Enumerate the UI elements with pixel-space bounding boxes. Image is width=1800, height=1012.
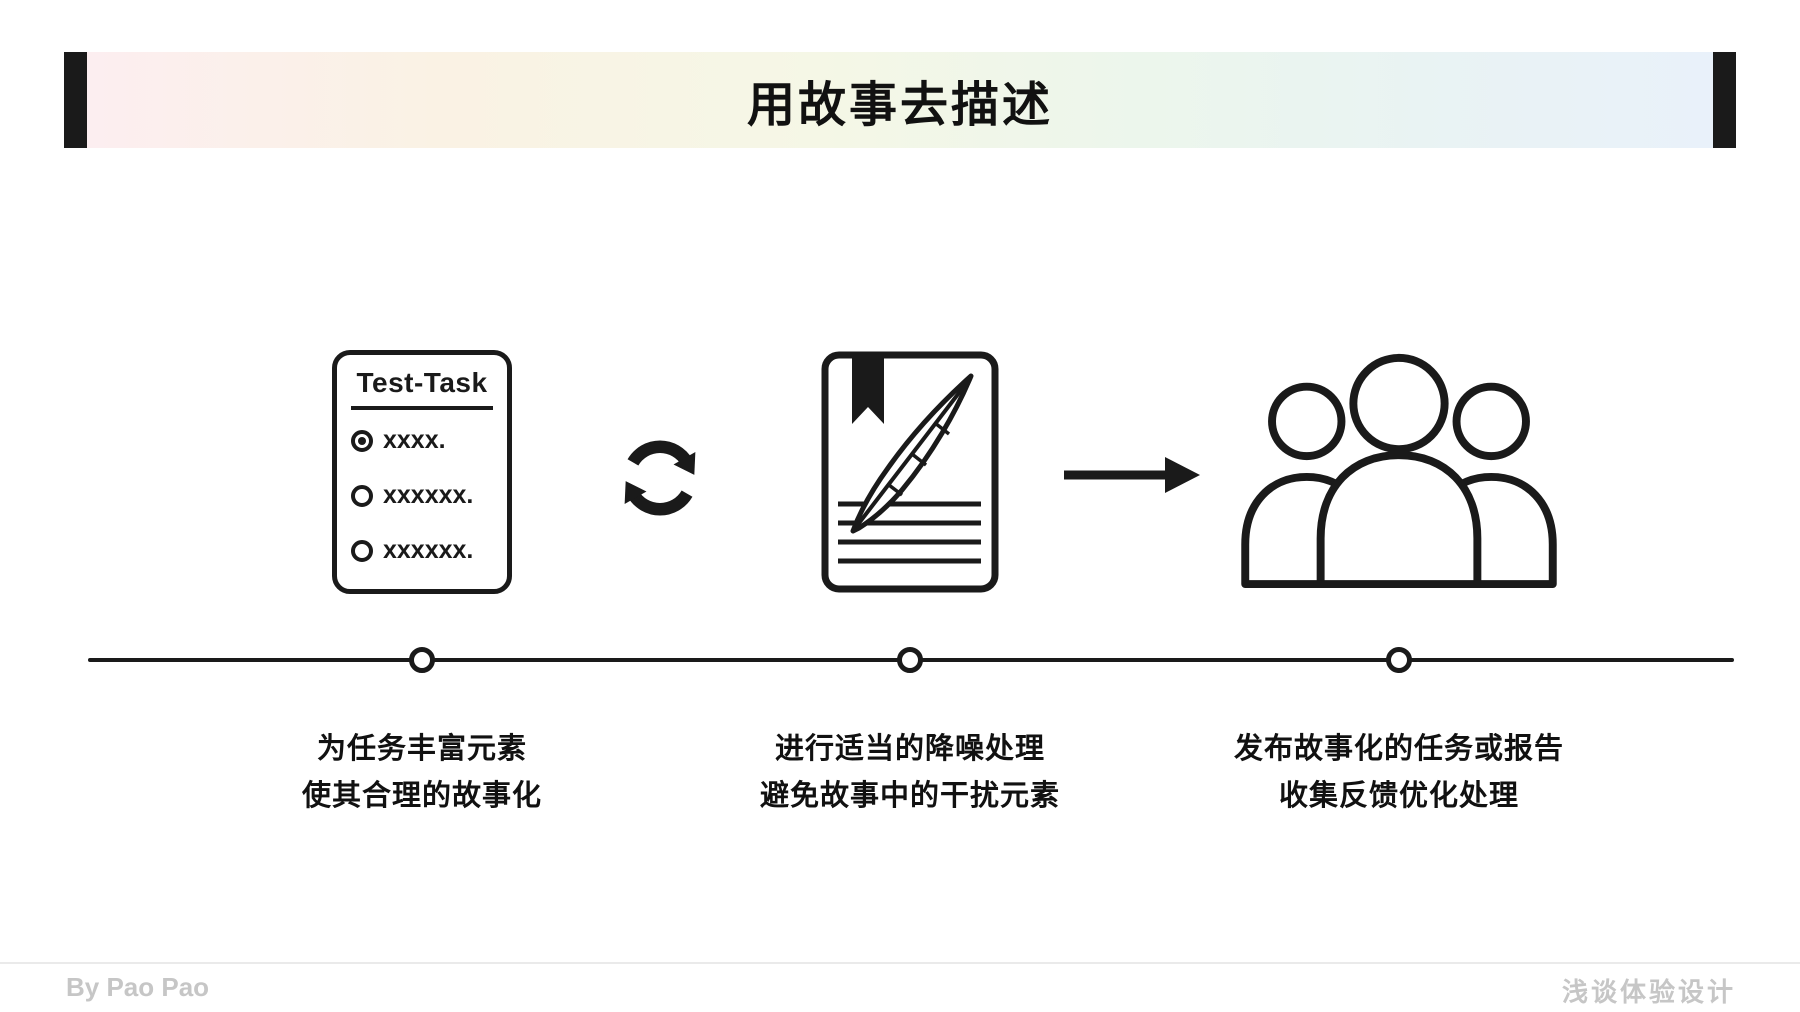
task-list-item: xxxx. <box>351 426 493 455</box>
story-document-icon <box>821 351 999 593</box>
footer-series: 浅谈体验设计 <box>1561 977 1736 1007</box>
task-item-label: xxxx. <box>383 426 446 454</box>
task-list: xxxx. xxxxxx. xxxxxx. <box>351 426 493 565</box>
quill-feather-icon <box>850 373 974 534</box>
banner-right-bar <box>1713 52 1736 148</box>
footer-divider <box>0 962 1800 964</box>
step-caption-line: 发布故事化的任务或报告 <box>1233 733 1564 765</box>
step-caption-line: 使其合理的故事化 <box>301 779 542 812</box>
step-caption-2: 进行适当的降噪处理 避免故事中的干扰元素 <box>670 726 1150 820</box>
task-list-item: xxxxxx. <box>351 536 493 565</box>
banner-gradient: 用故事去描述 <box>87 52 1713 148</box>
step-caption-line: 为任务丰富元素 <box>316 733 527 765</box>
audience-group-icon <box>1241 353 1557 589</box>
page-title: 用故事去描述 <box>746 79 1053 132</box>
step-caption-line: 进行适当的降噪处理 <box>774 733 1045 765</box>
task-item-label: xxxxxx. <box>383 536 474 564</box>
step-caption-line: 避免故事中的干扰元素 <box>759 779 1060 812</box>
task-list-item: xxxxxx. <box>351 481 493 510</box>
task-item-label: xxxxxx. <box>383 481 474 509</box>
footer-author: By Pao Pao <box>66 972 210 1002</box>
radio-unselected-icon <box>351 539 373 562</box>
test-task-card: Test-Task xxxx. xxxxxx. xxxxxx. <box>332 350 512 594</box>
step-caption-1: 为任务丰富元素 使其合理的故事化 <box>182 726 662 820</box>
step-caption-line: 收集反馈优化处理 <box>1278 779 1519 812</box>
timeline-node-1 <box>409 647 435 673</box>
refresh-sync-icon <box>624 440 696 516</box>
task-card-title: Test-Task <box>351 367 493 410</box>
banner-left-bar <box>64 52 87 148</box>
bookmark-icon <box>852 354 884 424</box>
timeline-node-3 <box>1386 647 1412 673</box>
radio-unselected-icon <box>351 484 373 507</box>
timeline-node-2 <box>897 647 923 673</box>
header-banner: 用故事去描述 <box>64 52 1736 148</box>
step-caption-3: 发布故事化的任务或报告 收集反馈优化处理 <box>1159 726 1639 820</box>
arrow-right-icon <box>1064 457 1200 493</box>
radio-selected-icon <box>351 429 373 452</box>
